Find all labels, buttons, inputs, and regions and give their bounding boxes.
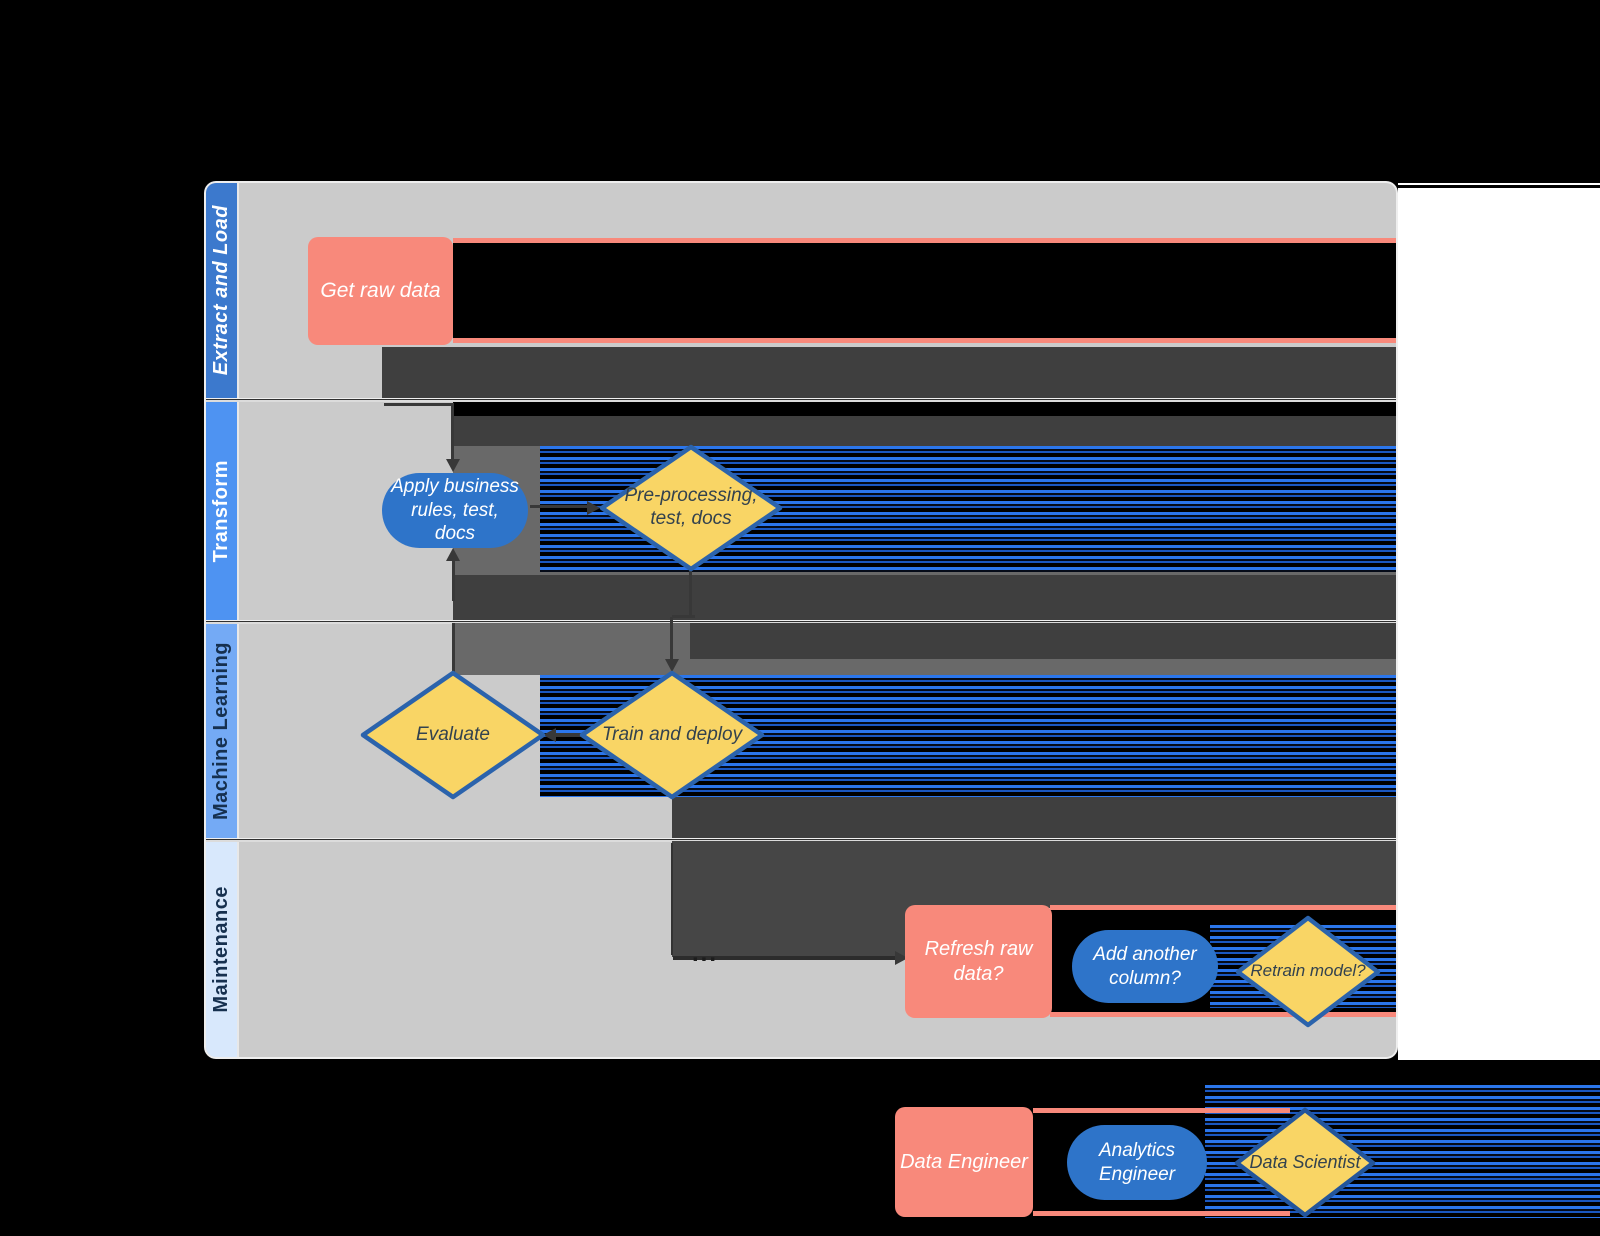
glitch-band [453,402,1396,416]
connector-evaluate-to-applyrules [452,623,455,673]
diamond-shape-icon [599,444,783,572]
glitch-band [453,575,1396,620]
glitch-band [690,623,1396,659]
connector-preprocessing-to-train [670,617,673,659]
node-label: Evaluate [416,723,490,745]
arrowhead-down-icon [665,659,679,672]
connector-applyrules-to-preprocessing [530,505,588,508]
arrowhead-down-icon [446,459,460,472]
lane-header-extract-and-load[interactable]: Extract and Load [206,183,239,398]
legend-analytics-engineer[interactable]: Analytics Engineer [1067,1125,1207,1200]
node-apply-business-rules[interactable]: Apply business rules, test, docs [382,473,528,548]
lane-separator [206,620,1396,624]
arrowhead-right-icon [895,951,908,965]
glitch-line [1033,1108,1290,1113]
connector-getraw-to-applyrules [451,405,454,459]
lane-label: Maintenance [210,886,232,1013]
diamond-shape-icon [1234,1107,1376,1218]
glitch-line [1033,1211,1290,1216]
legend-data-engineer[interactable]: Data Engineer [895,1107,1033,1217]
arrowhead-right-icon [587,501,600,515]
connector-train-to-evaluate [549,733,583,737]
connector-train-to-refresh [673,956,897,960]
connector-getraw-to-applyrules [384,403,454,406]
node-label: Retrain model? [1250,961,1366,981]
lane-label: Extract and Load [210,205,232,376]
node-label: Train and deploy [601,723,743,745]
node-preprocessing[interactable]: Pre-processing, test, docs [598,443,784,573]
diamond-shape-icon [579,670,765,800]
lane-header-maintenance[interactable]: Maintenance [206,842,239,1057]
connector-ellipsis-label: ... [692,940,719,967]
glitch-band [672,841,908,957]
glitch-band [382,347,1396,398]
node-label: Get raw data [320,278,441,302]
glitch-band [453,238,1396,343]
swimlane-diagram: Extract and Load Transform Machine Learn… [206,183,1396,1057]
node-label: Apply business rules, test, docs [391,476,519,545]
connector-evaluate-to-applyrules [452,561,455,601]
node-evaluate[interactable]: Evaluate [359,669,547,801]
arrowhead-left-icon [543,728,556,742]
node-train-and-deploy[interactable]: Train and deploy [578,669,766,801]
node-refresh-raw-data[interactable]: Refresh raw data? [905,905,1052,1018]
lane-separator [206,838,1396,842]
node-get-raw-data[interactable]: Get raw data [308,237,453,345]
lane-header-machine-learning[interactable]: Machine Learning [206,624,239,838]
lane-label: Machine Learning [210,641,232,821]
right-margin [1398,183,1600,1060]
legend-label: Analytics Engineer [1098,1139,1176,1185]
node-add-another-column[interactable]: Add another column? [1072,930,1218,1003]
lane-separator [206,398,1396,402]
legend-label: Data Engineer [900,1150,1028,1173]
diamond-shape-icon [1235,915,1381,1028]
lane-header-transform[interactable]: Transform [206,402,239,620]
node-label: Add another column? [1093,943,1197,989]
glitch-band [672,797,1396,838]
top-glitch-line [1398,185,1600,188]
node-label: Pre-processing, test, docs [624,485,758,529]
connector-preprocessing-to-train [672,615,695,618]
arrowhead-up-icon [446,548,460,561]
lane-label: Transform [210,459,232,563]
diamond-shape-icon [360,670,546,800]
node-retrain-model[interactable]: Retrain model? [1234,914,1382,1029]
legend-data-scientist[interactable]: Data Scientist [1233,1106,1377,1219]
node-label: Refresh raw data? [924,937,1033,985]
legend-label: Data Scientist [1249,1151,1361,1172]
connector-train-to-refresh [671,843,673,955]
glitch-band [908,841,1396,908]
connector-preprocessing-to-train [689,569,692,617]
